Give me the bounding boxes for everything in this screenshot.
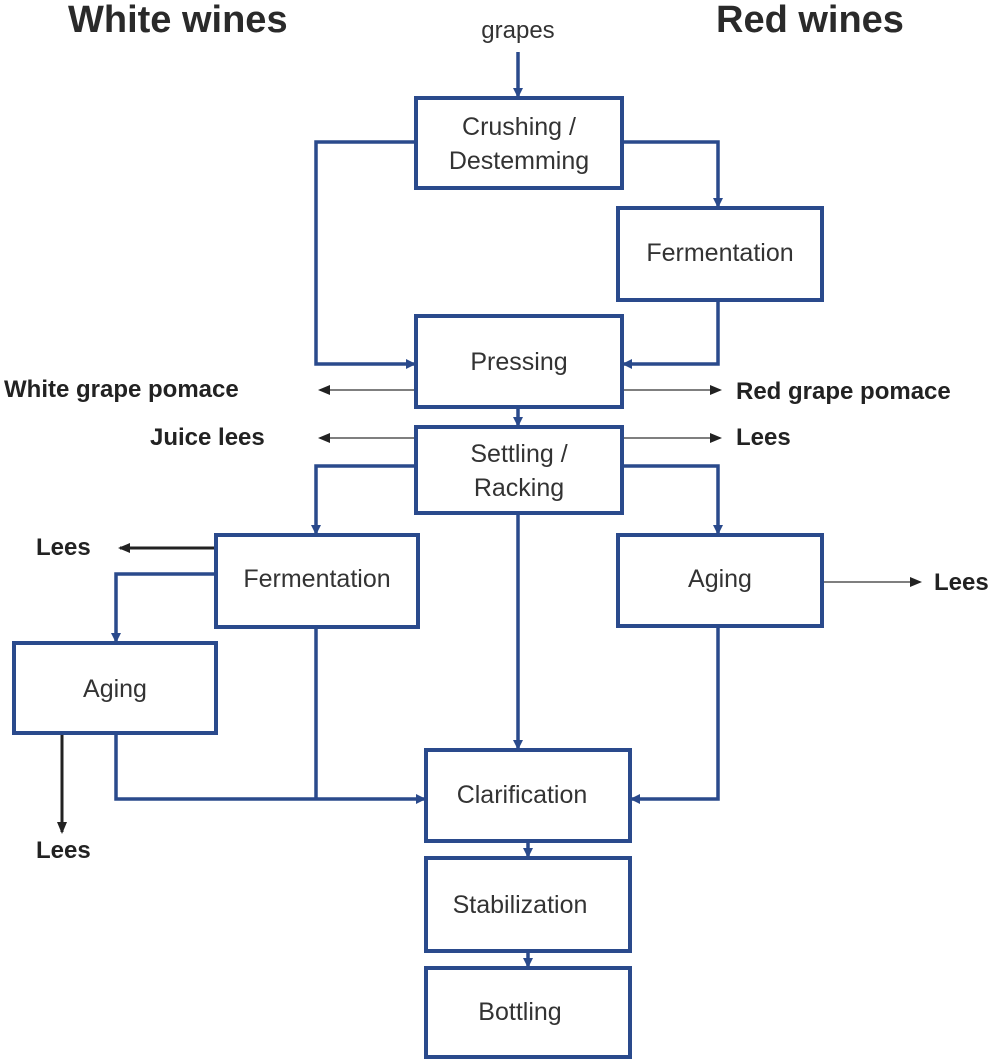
red-aging-label: Aging [688,565,752,593]
crushing-label-line2: Destemming [449,147,589,175]
white-fermentation-label: Fermentation [243,565,390,593]
red-grape-pomace-label: Red grape pomace [736,378,951,405]
white-fermentation-lees-label: Lees [36,534,91,561]
red-aging-box: Aging [616,533,824,628]
arrow-red-fermentation-to-pressing [622,300,720,369]
arrow-white-fermentation-to-white-aging [111,572,216,643]
white-aging-box: Aging [12,641,218,735]
white-aging-label: Aging [83,675,147,703]
settling-racking-box: Settling / Racking [414,425,624,515]
bottling-label: Bottling [478,998,561,1026]
red-wines-heading: Red wines [716,0,904,41]
juice-lees-label: Juice lees [150,424,265,451]
red-settling-lees-label: Lees [736,424,791,451]
stabilization-label: Stabilization [453,891,588,919]
white-fermentation-box: Fermentation [214,533,420,629]
white-grape-pomace-label: White grape pomace [4,376,239,403]
red-fermentation-box: Fermentation [616,206,824,302]
red-fermentation-label: Fermentation [646,239,793,267]
stabilization-box: Stabilization [424,856,632,953]
arrow-red-aging-to-clarification [630,626,720,804]
clarification-box: Clarification [424,748,632,843]
white-aging-lees-label: Lees [36,837,91,864]
arrow-white-aging-to-clarification [114,733,426,804]
pressing-label: Pressing [470,348,567,376]
arrow-crushing-to-pressing [314,140,416,369]
arrow-crushing-to-red-fermentation [622,140,723,208]
pressing-box: Pressing [414,314,624,409]
clarification-label: Clarification [457,781,588,809]
settling-label-line2: Racking [474,474,564,502]
arrow-settling-to-white-fermentation [311,464,416,535]
red-aging-lees-label: Lees [934,569,989,596]
grapes-input-label: grapes [481,17,554,44]
side-output-arrows [57,385,922,834]
arrow-settling-to-red-aging [622,464,723,535]
crushing-label-line1: Crushing / [462,113,576,141]
white-wines-heading: White wines [68,0,288,41]
flow-connectors [111,52,723,968]
bottling-box: Bottling [424,966,632,1059]
settling-label-line1: Settling / [470,440,567,468]
crushing-destemming-box: Crushing / Destemming [414,96,624,190]
